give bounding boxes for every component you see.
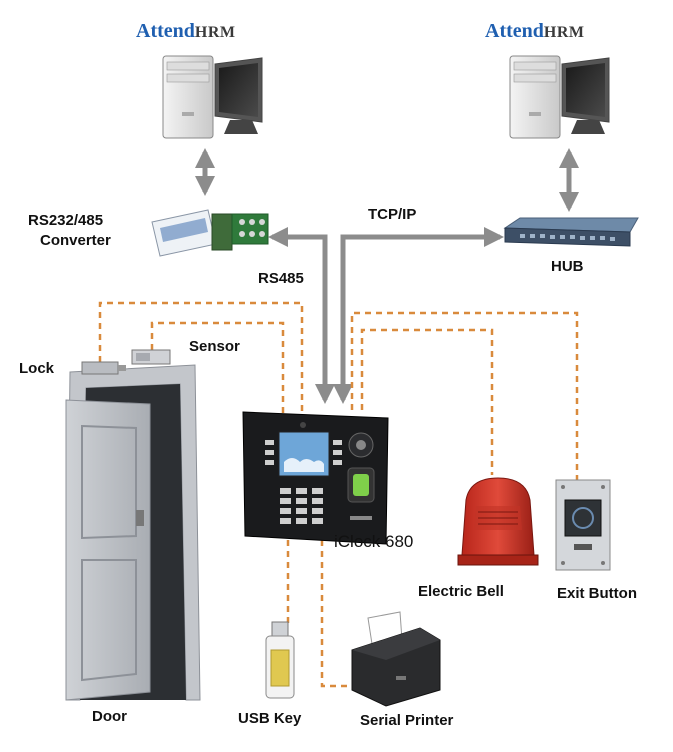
door-label: Door [92,708,127,725]
hub-label: HUB [551,258,584,275]
device-label: iClock 680 [334,532,414,551]
usb-key-label: USB Key [238,710,302,727]
tcpip-arrow [333,227,504,404]
rs485-label: RS485 [258,270,304,287]
sensor-icon [131,349,171,365]
brand-hrm-right: HRM [543,24,585,41]
converter-label-line2: Converter [40,232,111,249]
lock-label: Lock [19,360,55,377]
usb-key-icon [265,621,295,699]
brand-logo-right: AttendHRM [485,20,585,43]
exit-button-icon [555,479,611,571]
lock-icon [81,361,126,375]
tcpip-label: TCP/IP [368,206,417,223]
serial-printer-label: Serial Printer [360,712,454,729]
lock-wire [98,301,304,420]
brand-attend-right: Attend [485,20,544,42]
converter-label-line1: RS232/485 [28,212,104,229]
converter-icon [151,209,269,257]
rs485-arrow [268,227,335,404]
door-icon [65,364,201,701]
exit-button-label: Exit Button [557,585,637,602]
brand-logo-left: AttendHRM [136,20,236,43]
brand-hrm-left: HRM [194,24,236,41]
control-wires [98,301,579,688]
serial-printer-icon [351,611,441,707]
sensor-wire [150,321,285,420]
data-arrows [195,148,579,404]
exit-wire [350,311,579,480]
iclock-device-icon [242,411,389,545]
pc-right-icon [509,55,610,139]
sensor-label: Sensor [189,338,240,355]
electric-bell-icon [457,477,539,566]
brand-attend-left: Attend [136,20,195,42]
pc-left-icon [162,55,263,139]
electric-bell-label: Electric Bell [418,583,504,600]
printer-wire [320,540,357,688]
hub-icon [503,217,639,247]
bell-wire [360,328,494,475]
